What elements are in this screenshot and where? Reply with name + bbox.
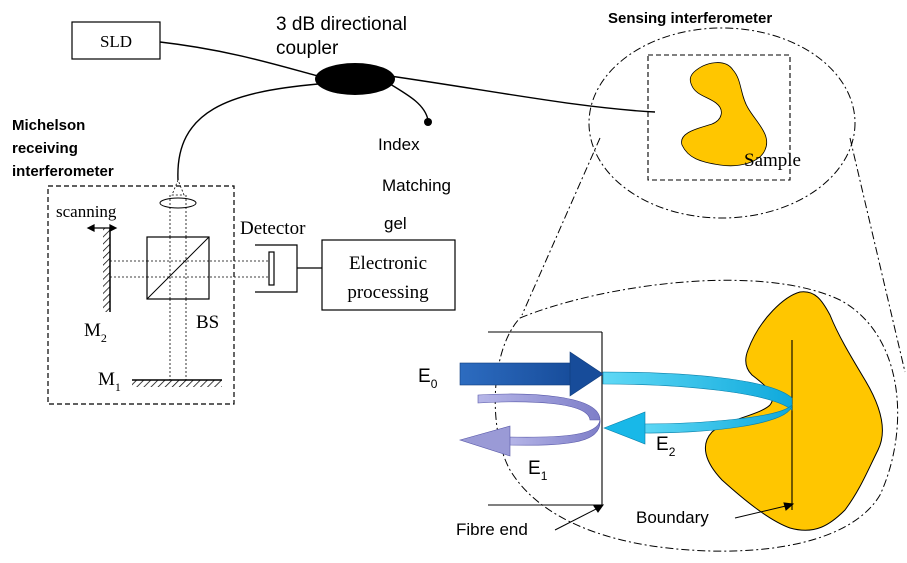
index-matching-gel-dot	[424, 118, 432, 126]
michelson-label-line3: interferometer	[12, 163, 114, 180]
scanning-label: scanning	[56, 202, 117, 221]
detector-icon	[255, 244, 322, 293]
e0-label: E0	[418, 366, 438, 391]
fibre-end-label: Fibre end	[456, 520, 528, 539]
fibre-end	[488, 331, 603, 506]
electronic-label-line2: processing	[347, 282, 429, 303]
electronic-label-line1: Electronic	[349, 253, 427, 274]
electronic-processing-box: Electronic processing	[321, 239, 456, 311]
beam-splitter	[146, 236, 210, 300]
detail-region-ellipse	[494, 279, 899, 552]
e0-arrow-icon	[459, 351, 604, 397]
fibre-end-pointer	[554, 504, 605, 531]
fibre-tip-cone	[171, 178, 185, 196]
michelson-label-line2: receiving	[12, 140, 78, 157]
sample-label: Sample	[744, 150, 801, 171]
coupler-icon	[315, 63, 395, 95]
sld-source: SLD	[71, 21, 161, 60]
zoom-projection-lines	[521, 137, 906, 373]
m2-label: M2	[84, 320, 107, 345]
coupler-label-line1: 3 dB directional	[276, 14, 407, 35]
scanning-arrow-icon	[86, 224, 118, 232]
michelson-label-line1: Michelson	[12, 117, 85, 134]
boundary-label: Boundary	[636, 508, 709, 527]
bs-label: BS	[196, 312, 219, 333]
sample-zoom-box	[647, 54, 791, 181]
index-label-line3: gel	[384, 214, 407, 233]
mirror-m2-icon	[103, 228, 111, 312]
detector-label: Detector	[240, 218, 306, 239]
e1-label: E1	[528, 458, 548, 483]
e2-label: E2	[656, 434, 676, 459]
mirror-m1-icon	[132, 379, 222, 387]
sample-shape-large	[704, 291, 883, 531]
michelson-enclosure	[47, 185, 235, 405]
lens-icon	[159, 197, 197, 209]
optical-fibres	[159, 41, 656, 181]
e2-arrow-icon	[602, 371, 793, 445]
sld-label: SLD	[100, 32, 132, 51]
sensing-interferometer-label: Sensing interferometer	[608, 10, 772, 27]
sample-shape-small	[681, 62, 768, 167]
sensing-region-ellipse	[588, 27, 856, 219]
coupler-label-line2: coupler	[276, 38, 339, 59]
index-label-line2: Matching	[382, 176, 451, 195]
m1-label: M1	[98, 369, 121, 394]
index-label-line1: Index	[378, 135, 420, 154]
e1-arrow-icon	[458, 393, 601, 457]
boundary-pointer	[734, 502, 795, 519]
